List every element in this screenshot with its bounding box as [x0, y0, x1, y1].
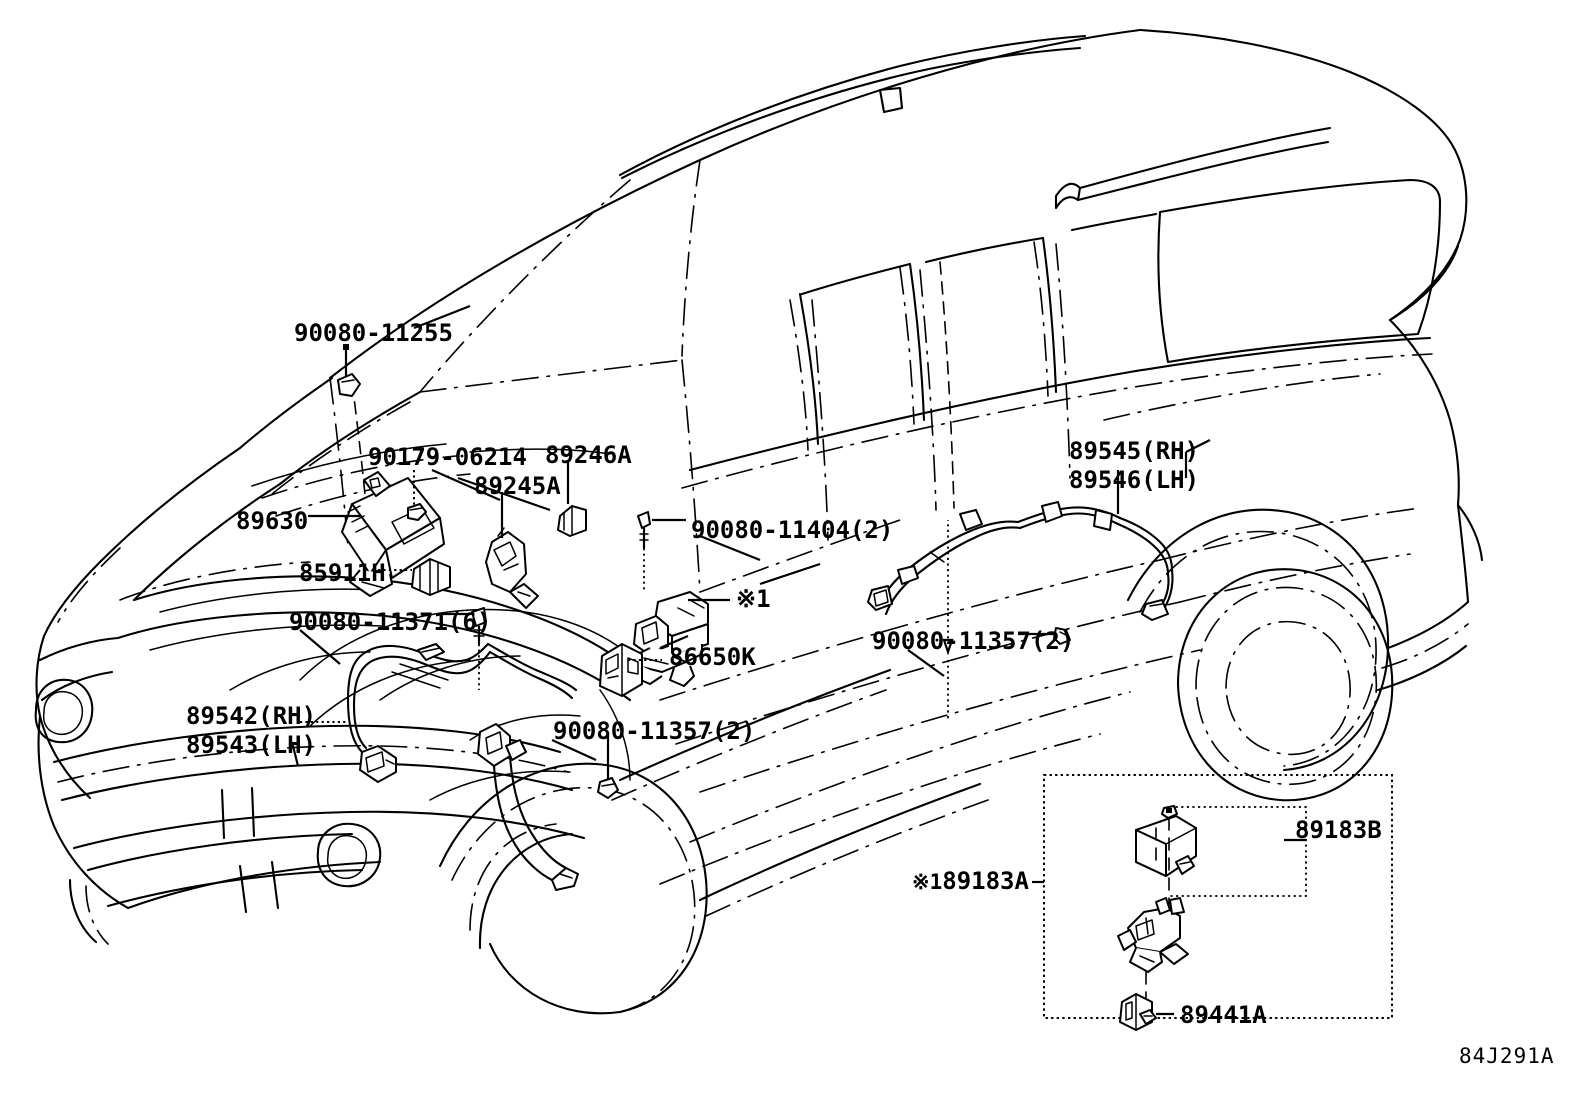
- inset-reference-89183a: ※1 89183A: [912, 867, 1029, 895]
- part-89245a-bracket: [485, 527, 539, 609]
- part-89441a-decel-sensor: [1119, 993, 1157, 1031]
- part-89246a-bracket: [557, 505, 587, 537]
- part-label-90080-11371: 90080-11371(6): [289, 608, 492, 636]
- part-label-89543: 89543(LH): [186, 731, 317, 760]
- part-label-89542-89543: 89542(RH) 89543(LH): [186, 702, 316, 761]
- part-label-90179-06214: 90179-06214: [368, 443, 527, 471]
- part-85911h-relay: [411, 558, 451, 596]
- part-89545-89546-rear-speed-sensor-wire: [867, 501, 1174, 621]
- part-label-90080-11404: 90080-11404(2): [691, 516, 894, 544]
- part-label-89245a: 89245A: [474, 472, 561, 500]
- part-label-89546: 89546(LH): [1069, 466, 1200, 495]
- fastener-90080-11357-front: [597, 736, 619, 799]
- part-label-89542: 89542(RH): [186, 702, 317, 730]
- part-89542-89543-front-speed-sensor-wire: [346, 642, 579, 891]
- part-label-86650k: 86650K: [669, 643, 756, 671]
- part-label-90080-11357-rear: 90080-11357(2): [872, 627, 1075, 655]
- part-label-89183a: 89183A: [942, 867, 1029, 895]
- part-86650k-relay-block: [599, 643, 643, 697]
- reference-mark-1-inset: ※1: [912, 870, 943, 894]
- fastener-90179-06214: [407, 470, 427, 521]
- part-label-89630: 89630: [236, 507, 309, 535]
- part-label-90080-11357-front: 90080-11357(2): [553, 717, 756, 745]
- inset-detail-box: [1032, 774, 1393, 1031]
- leader-lines: [290, 304, 1211, 767]
- fastener-90080-11404: [637, 511, 686, 592]
- part-label-89183b: 89183B: [1295, 816, 1382, 844]
- part-label-90080-11255: 90080-11255: [294, 319, 453, 347]
- part-89183b-yaw-sensor: [1135, 815, 1197, 877]
- reference-mark-1: ※1: [736, 585, 771, 613]
- part-label-89545: 89545(RH): [1069, 437, 1200, 465]
- part-label-85911h: 85911H: [299, 559, 386, 587]
- part-89183a-sensor-main: [633, 591, 709, 687]
- drawing-number: 84J291A: [1459, 1044, 1555, 1068]
- part-89183a-sensor-assembly: [1117, 897, 1189, 973]
- part-label-89441a: 89441A: [1180, 1001, 1267, 1029]
- fastener-90080-11357-rear: [942, 520, 1071, 720]
- part-label-89545-89546: 89545(RH) 89546(LH): [1069, 437, 1199, 496]
- part-label-89246a: 89246A: [545, 441, 632, 469]
- vehicle-body-outline: [34, 28, 1484, 1015]
- fastener-90080-11371: [440, 607, 487, 690]
- fastener-90080-11255: [337, 344, 361, 397]
- part-89630-ecu: [341, 471, 445, 597]
